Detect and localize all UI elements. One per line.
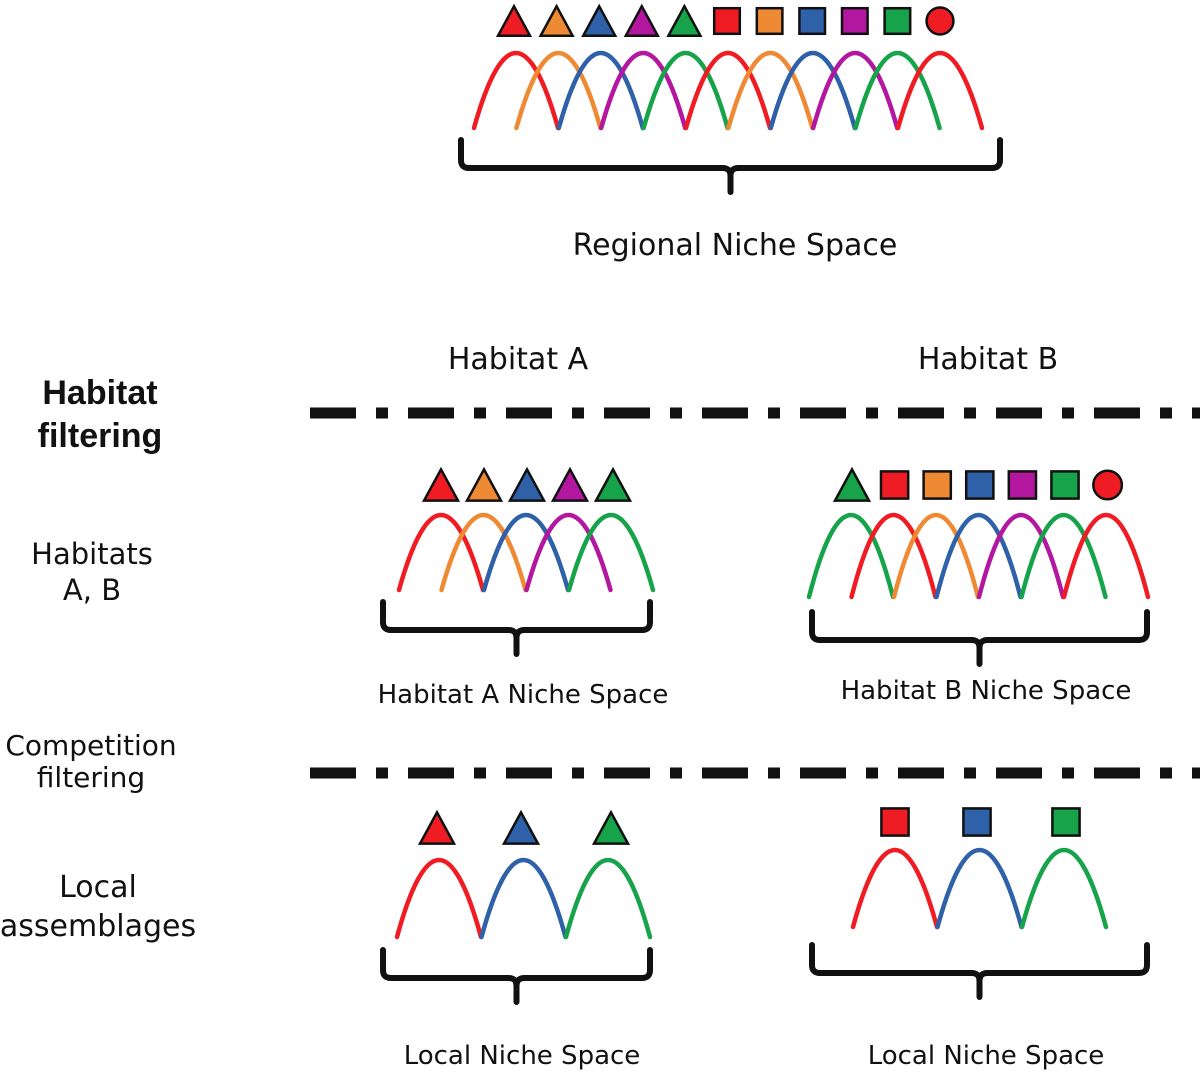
local-line-2: assemblages — [0, 909, 197, 944]
local-a-2-triangle-green-icon — [591, 809, 631, 845]
regional-0-triangle-red-icon — [495, 3, 533, 37]
regional-curve-1-orange — [514, 50, 603, 131]
regional-6-square-orange-icon — [755, 6, 784, 36]
regional-10-circle-red-icon — [925, 6, 955, 36]
local-b-curve-1-blue — [935, 847, 1024, 930]
local-b-brace — [809, 942, 1150, 1000]
habitat-b-curve-3-blue — [934, 512, 1023, 600]
habitat-b-1-square-red-icon — [879, 470, 910, 500]
regional-curve-9-green — [853, 50, 942, 131]
habitat-a-curve-4-green — [566, 512, 656, 593]
regional-brace — [458, 137, 1003, 195]
habitat-b-curve-0-green — [806, 512, 896, 600]
regional-9-square-green-icon — [883, 6, 912, 36]
local-b-0-square-red-icon — [880, 807, 910, 837]
local-a-curve-1-blue — [479, 857, 568, 940]
regional-curve-4-green — [641, 50, 730, 131]
habitat-b-curve-5-green — [1019, 512, 1108, 600]
habitat-a-3-triangle-purple-icon — [550, 466, 590, 502]
local-b-1-square-blue-icon — [962, 807, 992, 837]
habitat-b-5-square-green-icon — [1050, 470, 1080, 500]
habitat-b-6-circle-red-icon — [1092, 469, 1124, 501]
habitat-filtering-line-1: Habitat — [42, 374, 158, 412]
habitat-b-0-triangle-green-icon — [832, 466, 872, 502]
habitat-a-header: Habitat A — [447, 342, 589, 377]
local-b-curve-2-green — [1019, 847, 1109, 930]
competition-line-1: Competition — [5, 729, 177, 762]
local-b-curve-0-red — [850, 847, 940, 930]
habitat-a-4-triangle-green-icon — [593, 466, 633, 502]
regional-curve-7-blue — [768, 50, 858, 131]
local-niche-label-a: Local Niche Space — [403, 1041, 641, 1071]
regional-1-triangle-orange-icon — [538, 3, 575, 37]
habitats-line-2: A, B — [62, 573, 122, 608]
regional-3-triangle-purple-icon — [623, 3, 660, 37]
local-niche-label-b: Local Niche Space — [867, 1041, 1105, 1071]
habitats-line-1: Habitats — [31, 537, 153, 571]
habitat-a-niche-label: Habitat A Niche Space — [377, 680, 669, 710]
habitat-a-curve-0-red — [396, 512, 486, 593]
regional-7-square-blue-icon — [798, 6, 827, 36]
habitat-a-brace — [380, 599, 653, 657]
habitat-a-curve-1-orange — [439, 512, 528, 593]
local-a-curve-2-green — [563, 857, 653, 940]
habitat-a-2-triangle-blue-icon — [507, 466, 547, 502]
habitat-a-0-triangle-red-icon — [421, 466, 461, 502]
local-a-brace — [380, 947, 653, 1005]
regional-curve-2-blue — [556, 50, 646, 131]
habitat-b-header: Habitat B — [917, 342, 1059, 377]
habitat-b-curve-6-red — [1061, 512, 1151, 600]
regional-niche-label: Regional Niche Space — [572, 228, 898, 263]
regional-4-triangle-green-icon — [666, 3, 703, 37]
habitat-b-curve-1-red — [849, 512, 938, 600]
habitat-b-2-square-orange-icon — [922, 470, 953, 500]
curves-layer — [394, 50, 1151, 940]
habitat-b-brace — [809, 609, 1150, 667]
regional-curve-3-purple — [598, 50, 688, 131]
habitats-ab-label: Habitats A, B — [31, 536, 153, 609]
regional-curve-8-purple — [810, 50, 900, 131]
habitat-b-curve-2-orange — [891, 512, 981, 600]
local-a-1-triangle-blue-icon — [501, 809, 541, 845]
habitat-a-curve-3-purple — [524, 512, 613, 593]
local-a-curve-0-red — [394, 857, 484, 940]
shapes-layer — [417, 3, 1124, 845]
local-assemblages-label: Local assemblages — [0, 868, 196, 946]
habitat-b-niche-label: Habitat B Niche Space — [840, 676, 1132, 706]
regional-2-triangle-blue-icon — [581, 3, 618, 37]
habitat-filtering-line-2: filtering — [37, 416, 163, 455]
regional-curve-10-red — [895, 50, 985, 131]
habitat-b-curve-4-purple — [976, 512, 1066, 600]
regional-curve-0-red — [471, 50, 561, 131]
habitat-b-3-square-blue-icon — [964, 470, 995, 500]
habitat-b-4-square-purple-icon — [1007, 470, 1038, 500]
regional-5-square-red-icon — [712, 6, 742, 36]
local-a-0-triangle-red-icon — [417, 809, 457, 845]
local-line-1: Local — [59, 870, 137, 905]
regional-8-square-purple-icon — [840, 6, 869, 36]
habitat-filtering-label: Habitat filtering — [38, 372, 163, 457]
habitat-a-1-triangle-orange-icon — [464, 466, 504, 502]
braces-layer — [380, 137, 1150, 1005]
competition-filtering-label: Competition filtering — [5, 729, 177, 795]
competition-line-2: filtering — [36, 761, 146, 795]
local-b-2-square-green-icon — [1051, 807, 1081, 837]
habitat-a-curve-2-blue — [481, 512, 571, 593]
regional-curve-5-red — [683, 50, 773, 131]
regional-curve-6-orange — [726, 50, 815, 131]
